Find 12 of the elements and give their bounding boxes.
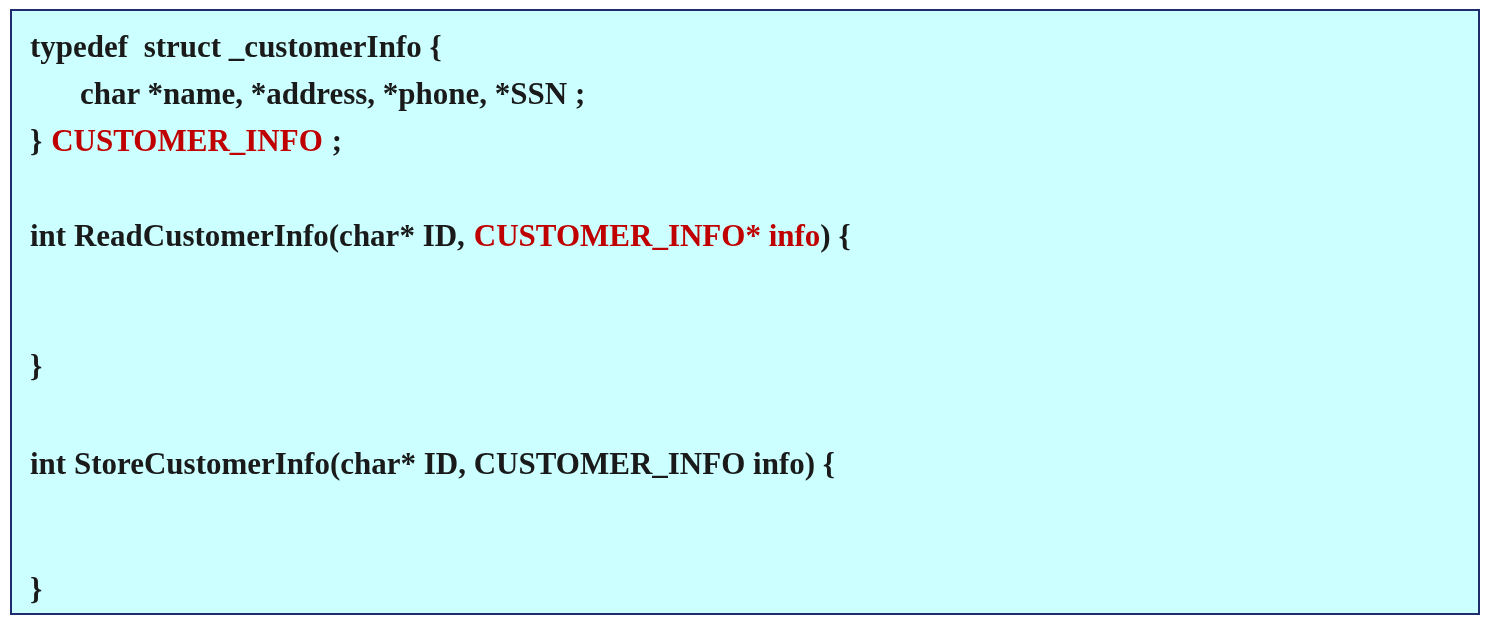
code-text: } <box>30 123 43 158</box>
code-text: int ReadCustomerInfo(char* ID, <box>30 218 465 253</box>
code-text: ; <box>331 123 343 158</box>
highlighted-code-text: CUSTOMER_INFO <box>51 123 323 158</box>
code-panel <box>10 9 1480 615</box>
code-text: } <box>30 571 43 606</box>
code-text: char *name, *address, *phone, *SSN ; <box>80 76 586 111</box>
code-text: } <box>30 348 43 383</box>
highlighted-code-text: CUSTOMER_INFO* info <box>473 218 821 253</box>
code-text: typedef struct _customerInfo { <box>30 29 442 64</box>
code-text: ) { <box>820 218 851 253</box>
code-text: int StoreCustomerInfo(char* ID, CUSTOMER_INFO info) { <box>30 446 835 481</box>
